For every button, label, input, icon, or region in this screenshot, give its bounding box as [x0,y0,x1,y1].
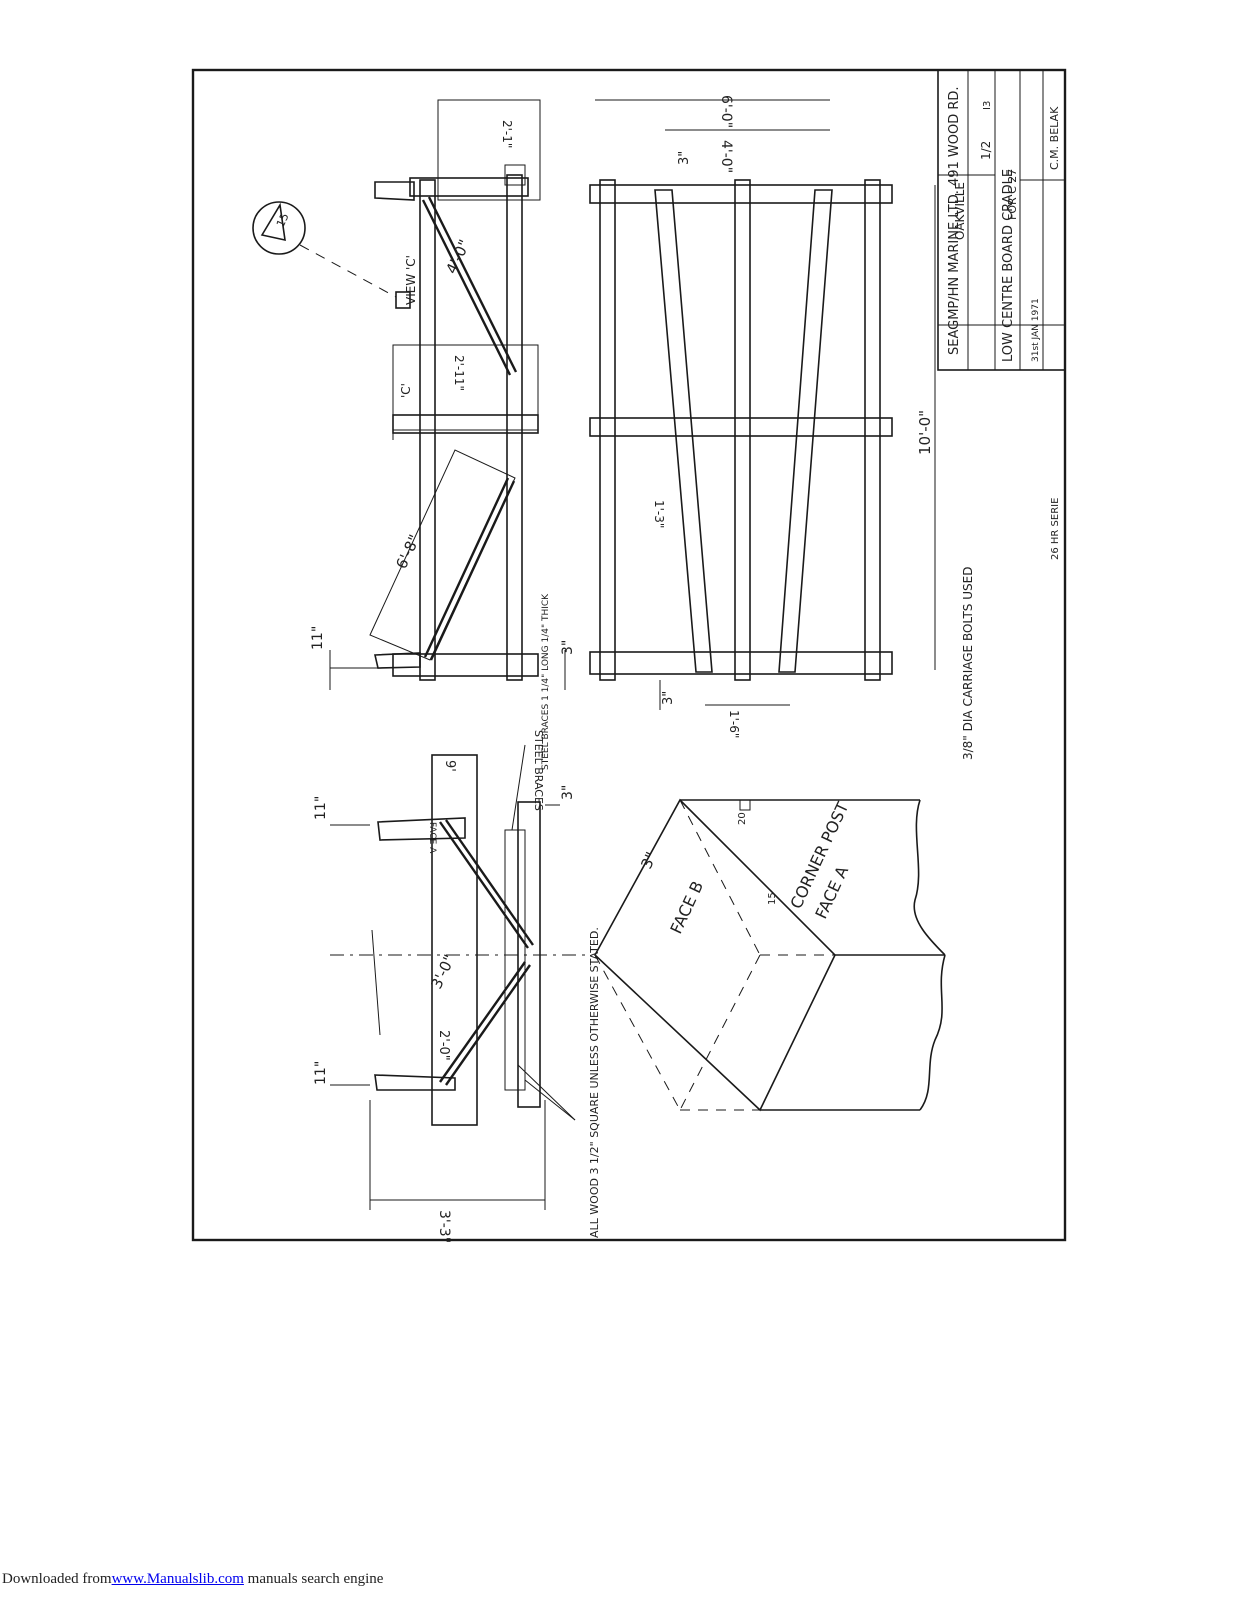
title-date: 31st JAN 1971 [1031,298,1041,362]
side-label-15: 15 [274,211,292,229]
title-name: LOW CENTRE BOARD CRADLE [1001,169,1016,362]
corner-dim-3: 3" [637,849,660,872]
side-view: 2'-1" 11" 3" 4'-0" 2'-11" 6'-8" VIEW 'C'… [252,99,576,690]
title-subtitle: FOR C 27 [1006,169,1019,220]
side-dim-4: 2'-11" [452,355,466,391]
side-dim-0: 2'-1" [500,120,514,148]
side-dim-3: 4'-0" [442,237,473,277]
title-block: SEAGMP/HN MARINE LTD. 491 WOOD RD. OAKVI… [937,69,1066,371]
end-dim-2: 3" [560,785,576,800]
note-bolts: 3/8" DIA CARRIAGE BOLTS USED [961,567,975,760]
footer-link[interactable]: www.Manualslib.com [111,1571,244,1587]
corner-face-b: FACE B [666,878,707,937]
note-wood: ALL WOOD 3 1/2" SQUARE UNLESS OTHERWISE … [588,927,601,1238]
plan-dim-0: 6'-0" [718,95,734,128]
title-company: SEAGMP/HN MARINE LTD. 491 WOOD RD. [947,86,962,355]
plan-dim-5: 10'-0" [916,410,934,455]
end-face-a: FACE A [427,822,437,854]
plan-dim-1: 4'-0" [718,140,734,173]
corner-angle-15: 15 [767,892,778,905]
end-dim-1: 11" [313,1061,329,1085]
footer-suffix: manuals search engine [243,1571,384,1587]
plan-dim-6: 1'-3" [652,500,666,528]
end-dim-0: 11" [313,796,329,820]
notes: ALL WOOD 3 1/2" SQUARE UNLESS OTHERWISE … [541,498,1061,1238]
note-steel: STEEL BRACES 1 1/4" LONG 1/4" THICK [541,593,551,770]
footer: Downloaded fromwww.Manualslib.com manual… [2,1571,383,1588]
title-drawn-by: C.M. BELAK [1048,106,1061,170]
end-view: 11" 11" 3" 9' 3'-0" 2'-0" 3'-3" STEEL BR… [313,730,590,1243]
title-town: OAKVILLE [953,182,967,240]
plan-dim-3: 3" [661,691,676,705]
plan-dim-4: 1'-6" [727,710,741,738]
note-series: 26 HR SERIE [1050,498,1061,560]
title-scale: 1/2 [979,141,993,160]
plan-view: 6'-0" 4'-0" 3" 3" 1'-6" 10'-0" 1'-3" [589,95,936,738]
end-dim-5: 2'-0" [436,1030,451,1061]
sheet-border [191,68,1067,1242]
side-label-c: 'C' [399,383,413,398]
side-dim-2: 3" [560,640,576,655]
footer-prefix: Downloaded from [2,1571,112,1587]
corner-post-view: 3" FACE B CORNER POST FACE A 15 20 [594,798,946,1112]
side-dim-7: 6'-8" [392,532,423,572]
end-dim-6: 3'-3" [436,1210,452,1243]
end-label-steel: STEEL BRACES [532,730,545,811]
title-drawing-no: I3 [982,101,993,110]
side-dim-1: 11" [310,626,326,650]
end-dim-3: 9' [442,760,457,772]
plan-dim-2: 3" [677,151,692,165]
side-label-view-c: VIEW 'C' [404,255,418,305]
corner-angle-20: 20 [737,812,748,825]
